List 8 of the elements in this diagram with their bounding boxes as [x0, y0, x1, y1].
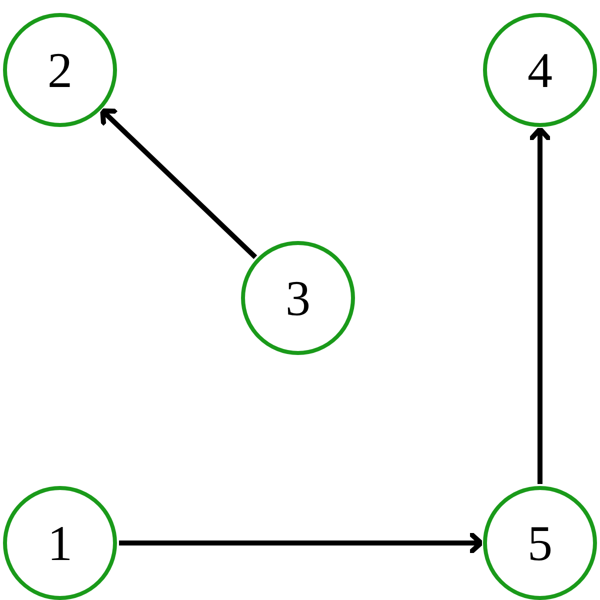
node-label: 4 — [528, 45, 552, 95]
node-label: 3 — [286, 273, 310, 323]
arrow — [528, 126, 552, 484]
node-label: 5 — [528, 518, 552, 568]
node-label: 1 — [48, 518, 72, 568]
node-label: 2 — [48, 45, 72, 95]
arrow — [100, 108, 258, 259]
arrow — [119, 532, 484, 554]
